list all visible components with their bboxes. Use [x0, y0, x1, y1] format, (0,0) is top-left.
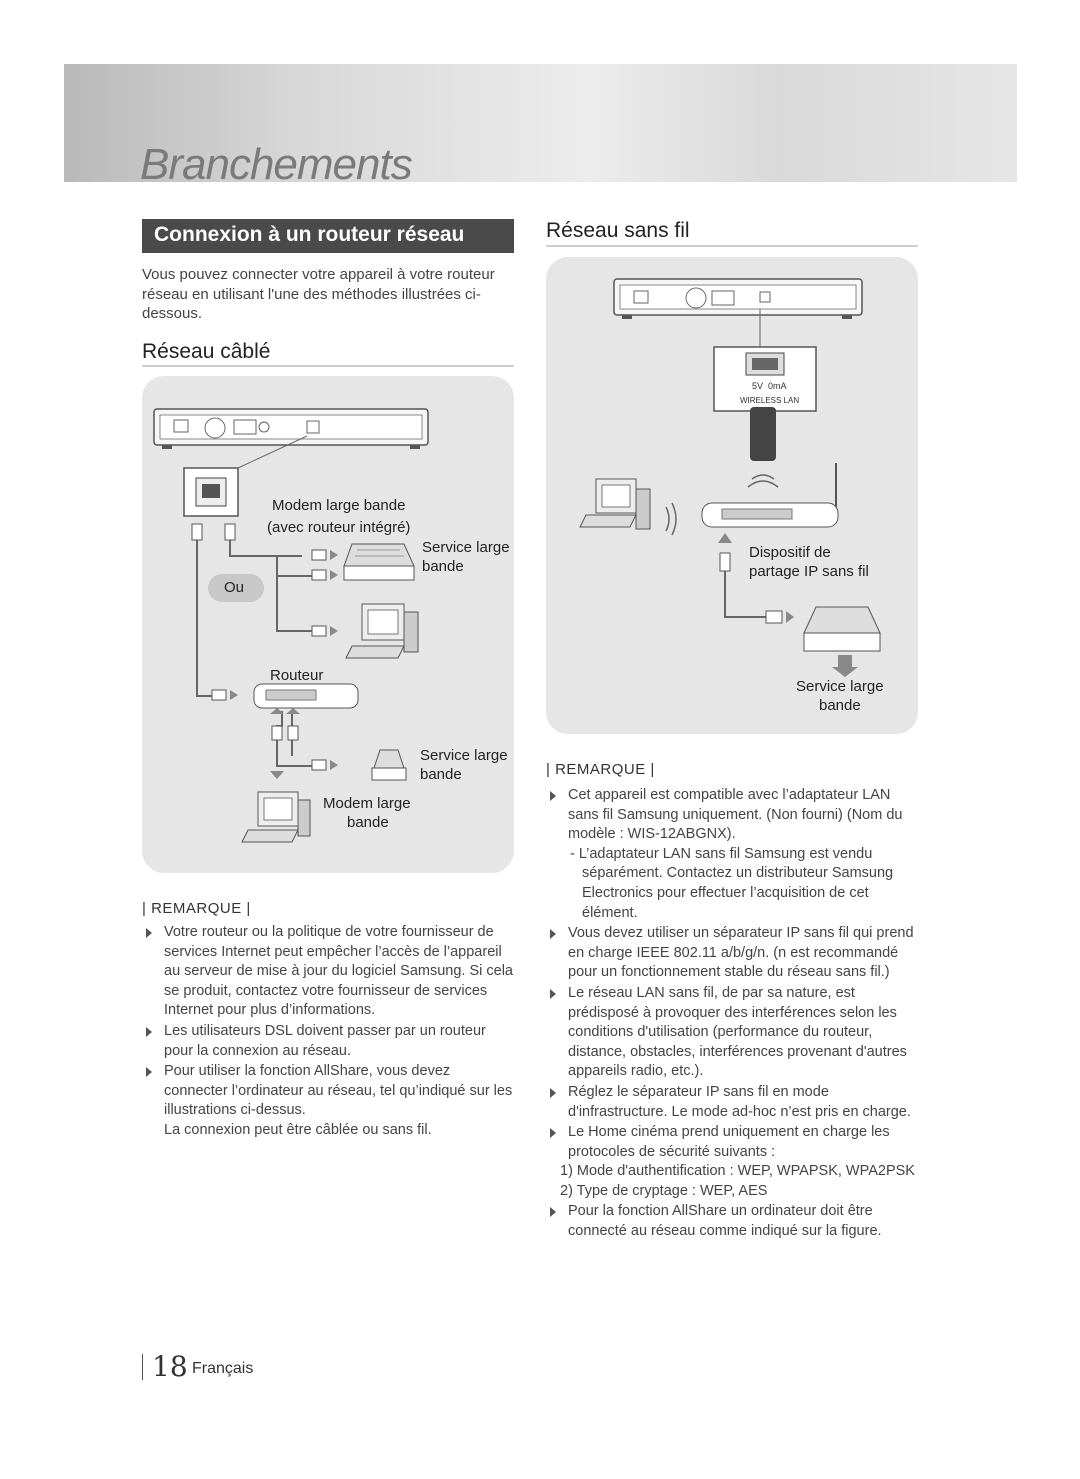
wireless-ip-sharing-device: [701, 463, 839, 528]
router-icon: [253, 683, 359, 709]
label-service-1-line2: bande: [422, 558, 464, 575]
label-modem-router-line1: Modem large bande: [272, 497, 406, 514]
notes-list-left: Votre routeur ou la politique de votre f…: [142, 923, 516, 1122]
label-service-1-line1: Service large: [422, 539, 510, 556]
remark-label-left: | REMARQUE |: [142, 900, 251, 917]
label-modem-2-line2: bande: [347, 814, 389, 831]
wireless-diagram: [579, 278, 881, 677]
port-current: 0mA: [768, 381, 787, 391]
intro-line: dessous.: [142, 305, 203, 322]
label-service-2-line2: bande: [420, 766, 462, 783]
header-band: [64, 64, 1017, 182]
broadband-modem-router: [343, 543, 415, 581]
note-item: Cet appareil est compatible avec l’adapt…: [546, 786, 922, 923]
label-device-line1: Dispositif de: [749, 544, 831, 561]
label-device-line2: partage IP sans fil: [749, 563, 869, 580]
note-sub: - L’adaptateur LAN sans fil Samsung est …: [570, 845, 894, 921]
computer-icon: [579, 478, 651, 530]
wired-diagram: [153, 408, 429, 843]
note-item: Réglez le séparateur IP sans fil en mode…: [546, 1083, 922, 1122]
label-router: Routeur: [270, 667, 324, 684]
intro-line: réseau en utilisant l'une des méthodes i…: [142, 285, 481, 303]
computer-icon: [241, 791, 311, 843]
label-or: Ou: [224, 579, 245, 596]
wired-title: Réseau câblé: [142, 340, 271, 363]
wireless-title: Réseau sans fil: [546, 219, 690, 242]
section-title: Connexion à un routeur réseau: [154, 223, 465, 246]
note-item: Le Home cinéma prend uniquement en charg…: [546, 1123, 922, 1201]
port-label: WIRELESS LAN: [740, 396, 800, 405]
notes-list-right: Cet appareil est compatible avec l’adapt…: [546, 786, 922, 1243]
note-item: Pour utiliser la fonction AllShare, vous…: [142, 1062, 516, 1121]
home-cinema-device: [153, 408, 429, 449]
page-number-bar: [142, 1354, 143, 1380]
note-extra: La connexion peut être câblée ou sans fi…: [164, 1122, 432, 1138]
label-modem-router-line2: (avec routeur intégré): [267, 519, 411, 536]
wired-diagram-panel: Modem large bande (avec routeur intégré)…: [142, 376, 514, 873]
label-service-2-line1: Service large: [420, 747, 508, 764]
note-item: Les utilisateurs DSL doivent passer par …: [142, 1022, 516, 1061]
section-title-bar: Connexion à un routeur réseau: [142, 219, 514, 253]
broadband-modem: [371, 749, 407, 781]
page-title: Branchements: [140, 140, 413, 189]
remark-label-right: | REMARQUE |: [546, 761, 655, 778]
label-modem-2-line1: Modem large: [323, 795, 411, 812]
note-sub: 2) Type de cryptage : WEP, AES: [560, 1182, 768, 1199]
port-5v: 5V: [752, 381, 764, 391]
wireless-lan-port: [713, 346, 817, 412]
broadband-modem: [803, 606, 881, 652]
wireless-adapter-icon: [750, 407, 776, 461]
wireless-diagram-panel: 5V 0mA WIRELESS LAN Dispositif de partag…: [546, 257, 918, 734]
wireless-title-rule: [546, 245, 918, 247]
header-rule: [64, 182, 1017, 188]
intro-paragraph: Vous pouvez connecter votre appareil à v…: [142, 265, 514, 324]
home-cinema-device: [613, 278, 863, 319]
page-number: 18: [152, 1350, 188, 1383]
computer-icon: [345, 603, 419, 659]
note-item: Vous devez utiliser un séparateur IP san…: [546, 924, 922, 983]
note-item: Votre routeur ou la politique de votre f…: [142, 923, 516, 1021]
note-sub: 1) Mode d'authentification : WEP, WPAPSK…: [560, 1163, 915, 1180]
label-service-line1: Service large: [796, 678, 884, 695]
page-language: Français: [192, 1360, 254, 1377]
label-service-line2: bande: [819, 697, 861, 714]
note-item: Pour la fonction AllShare un ordinateur …: [546, 1202, 922, 1241]
note-item: Le réseau LAN sans fil, de par sa nature…: [546, 984, 922, 1082]
wired-title-rule: [142, 365, 514, 367]
intro-line: Vous pouvez connecter votre appareil à v…: [142, 266, 495, 283]
lan-port-zoom: [183, 435, 308, 517]
